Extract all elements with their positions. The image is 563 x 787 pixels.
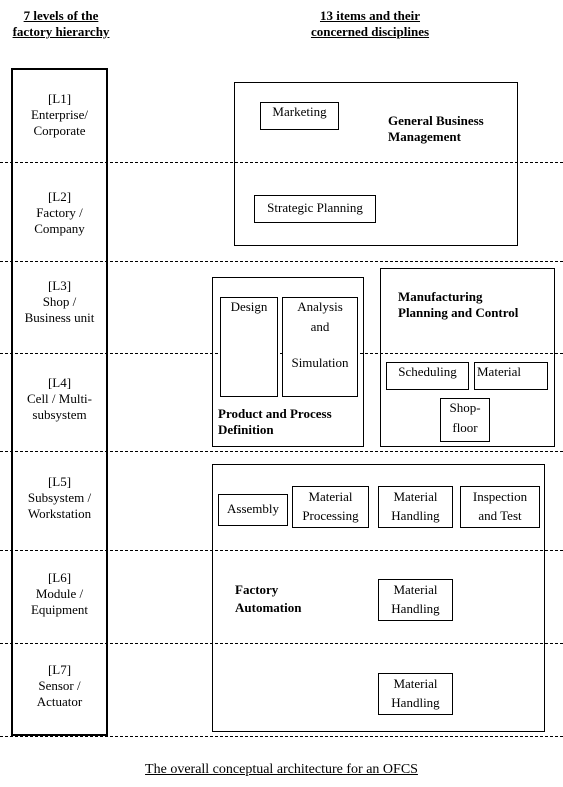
level-name-line2: Actuator <box>36 694 83 709</box>
level-code: [L1] <box>47 91 72 106</box>
level-name-line2: Company <box>34 221 85 236</box>
level-name-line1: Factory / <box>36 205 83 220</box>
strategic-planning-box: Strategic Planning <box>254 195 376 223</box>
level-l3: [L3] Shop / Business unit <box>11 278 108 326</box>
level-name-line2: Corporate <box>33 123 86 138</box>
level-name-line2: subsystem <box>32 407 87 422</box>
general-business-management-label: General Business Management <box>388 113 484 144</box>
levels-column <box>11 68 108 736</box>
material-processing-box: Material Processing <box>292 486 369 528</box>
level-divider <box>0 162 563 163</box>
items-header: 13 items and their concerned disciplines <box>285 8 455 40</box>
level-code: [L3] <box>47 278 72 293</box>
scheduling-box: Scheduling <box>386 362 469 390</box>
material-handling-box-l7: Material Handling <box>378 673 453 715</box>
material-box: Material <box>474 362 548 390</box>
level-l7: [L7] Sensor / Actuator <box>11 662 108 710</box>
general-business-management-group <box>234 82 518 246</box>
product-process-definition-label: Product and Process Definition <box>218 406 332 437</box>
level-name-line2: Equipment <box>30 602 89 617</box>
level-name-line2: Workstation <box>27 506 92 521</box>
level-code: [L5] <box>47 474 72 489</box>
items-header-line2: concerned disciplines <box>310 24 430 39</box>
factory-automation-label: Factory Automation <box>235 582 302 615</box>
level-code: [L7] <box>47 662 72 677</box>
level-code: [L6] <box>47 570 72 585</box>
level-name-line1: Sensor / <box>38 678 81 693</box>
level-divider <box>0 736 563 737</box>
material-handling-box-l6: Material Handling <box>378 579 453 621</box>
levels-header: 7 levels of the factory hierarchy <box>0 8 122 40</box>
product-process-definition-group <box>212 277 364 447</box>
level-name-line1: Module / <box>35 586 84 601</box>
level-l1: [L1] Enterprise/ Corporate <box>11 91 108 139</box>
design-box: Design <box>220 297 278 397</box>
manufacturing-planning-control-group <box>380 268 555 447</box>
marketing-box: Marketing <box>260 102 339 130</box>
level-l5: [L5] Subsystem / Workstation <box>11 474 108 522</box>
level-l4: [L4] Cell / Multi- subsystem <box>11 375 108 423</box>
levels-header-line2: factory hierarchy <box>12 24 110 39</box>
level-divider <box>0 550 563 551</box>
items-header-line1: 13 items and their <box>319 8 421 23</box>
level-l2: [L2] Factory / Company <box>11 189 108 237</box>
level-name-line1: Cell / Multi- <box>27 391 92 406</box>
figure-caption: The overall conceptual architecture for … <box>145 762 418 777</box>
levels-header-line1: 7 levels of the <box>23 8 99 23</box>
inspection-test-box: Inspection and Test <box>460 486 540 528</box>
level-divider <box>0 451 563 452</box>
level-divider <box>0 261 563 262</box>
level-name-line2: Business unit <box>24 310 95 325</box>
level-name-line1: Subsystem / <box>27 490 92 505</box>
factory-automation-group <box>212 464 545 732</box>
analysis-simulation-box: Analysis and Simulation <box>282 297 358 397</box>
level-name-line1: Enterprise/ <box>30 107 89 122</box>
level-l6: [L6] Module / Equipment <box>11 570 108 618</box>
level-divider <box>0 353 563 354</box>
material-handling-box-l5: Material Handling <box>378 486 453 528</box>
level-code: [L4] <box>47 375 72 390</box>
level-code: [L2] <box>47 189 72 204</box>
shop-floor-box: Shop- floor <box>440 398 490 442</box>
manufacturing-planning-control-label: Manufacturing Planning and Control <box>398 289 519 320</box>
level-name-line1: Shop / <box>42 294 77 309</box>
assembly-box: Assembly <box>218 494 288 526</box>
level-divider <box>0 643 563 644</box>
